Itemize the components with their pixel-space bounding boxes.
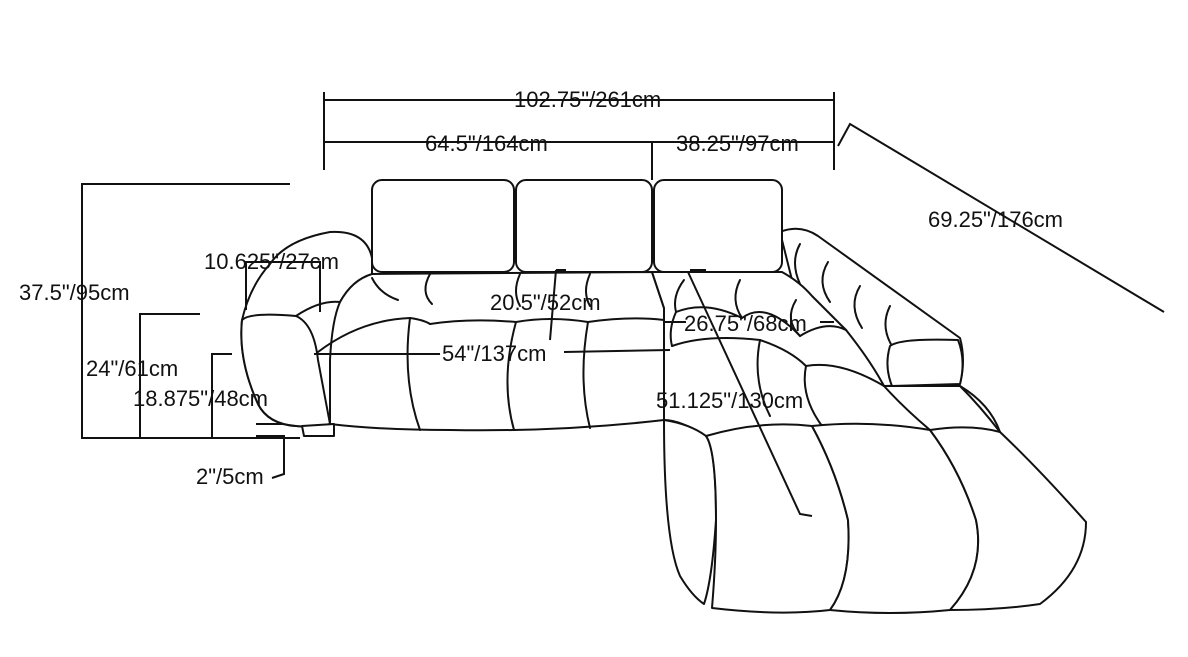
arm-width-line <box>245 261 321 312</box>
chaise-bolster <box>886 338 964 387</box>
sectional-sofa-outline <box>240 179 1087 614</box>
main-seat <box>329 271 665 432</box>
seat-width-line <box>314 349 671 355</box>
seat-depth-line <box>549 269 566 341</box>
total-height-line <box>81 183 300 439</box>
back-cushion-middle <box>515 179 653 273</box>
back-cushion-right <box>653 179 783 273</box>
seat-width-label: 54"/137cm <box>442 341 546 366</box>
chaise-seat-length-line <box>687 269 813 517</box>
seat-height-label: 18.875"/48cm <box>133 386 268 411</box>
arm-height-line <box>139 313 200 438</box>
arm-height-label: 24"/61cm <box>86 356 178 381</box>
chaise-front-left <box>663 419 717 605</box>
leg-height-label: 2"/5cm <box>196 464 264 489</box>
section-width-line <box>324 141 834 180</box>
chaise-length-line <box>837 122 1165 313</box>
overall-width-line <box>323 92 835 170</box>
chaise-length-label: 69.25"/176cm <box>928 207 1063 232</box>
chaise-front-cushion-3 <box>929 426 1087 611</box>
main-width-label: 64.5"/164cm <box>425 131 548 156</box>
seat-height-line <box>211 353 232 438</box>
back-cushion-left <box>371 179 515 273</box>
chaise-seat-width-label: 26.75"/68cm <box>684 311 807 336</box>
chaise-width-label: 38.25"/97cm <box>676 131 799 156</box>
total-height-label: 37.5"/95cm <box>19 280 130 305</box>
arm-width-label: 10.625"/27cm <box>204 249 339 274</box>
dimension-lines <box>81 92 1165 517</box>
seat-depth-label: 20.5"/52cm <box>490 290 601 315</box>
leg-height-line <box>256 423 285 479</box>
sofa-leg <box>301 423 335 437</box>
overall-width-label: 102.75"/261cm <box>514 87 661 112</box>
chaise-seat-length-label: 51.125"/130cm <box>656 388 803 413</box>
dimension-labels: 102.75"/261cm 64.5"/164cm 38.25"/97cm 69… <box>19 87 1063 489</box>
